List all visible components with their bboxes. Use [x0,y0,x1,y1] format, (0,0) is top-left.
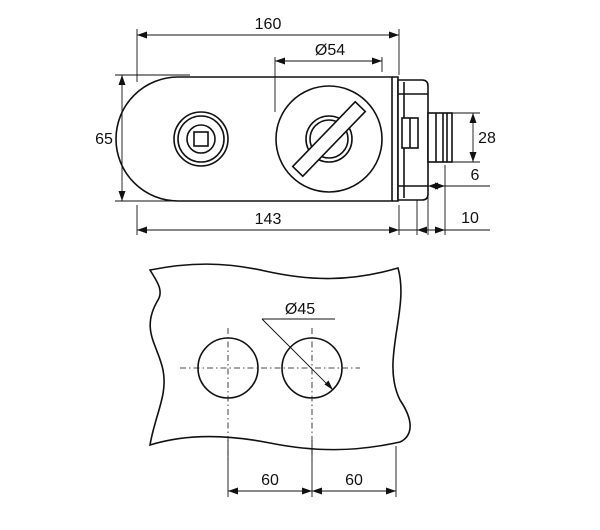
dim-cylinder-height: 28 [478,130,496,147]
dim-knob-diameter: Ø54 [315,42,345,59]
center-lines [180,328,360,460]
end-plate [392,76,399,202]
square-spindle [173,111,229,167]
dimension-lines-bottom [228,487,396,495]
dim-hole-spacing-right: 60 [345,472,363,489]
dim-total-length: 160 [255,16,282,33]
dim-body-length: 143 [255,211,282,228]
hole-right [281,337,343,399]
body-outline [115,76,393,202]
dim-cylinder-depth: 6 [471,167,480,184]
dim-cylinder-length: 10 [461,210,479,227]
lock-body-view: 160 Ø54 65 143 28 6 10 [95,16,496,235]
dim-height: 65 [95,131,113,148]
cylinder-barrel [427,112,453,163]
glass-panel-outline [148,263,411,451]
glass-cutout-view: Ø45 60 60 [148,263,411,497]
dim-hole-spacing-left: 60 [261,472,279,489]
dim-hole-diameter: Ø45 [285,301,315,318]
hole-left [197,337,259,399]
thumb-turn-knob [275,85,383,193]
dimension-lines-top [118,31,490,234]
